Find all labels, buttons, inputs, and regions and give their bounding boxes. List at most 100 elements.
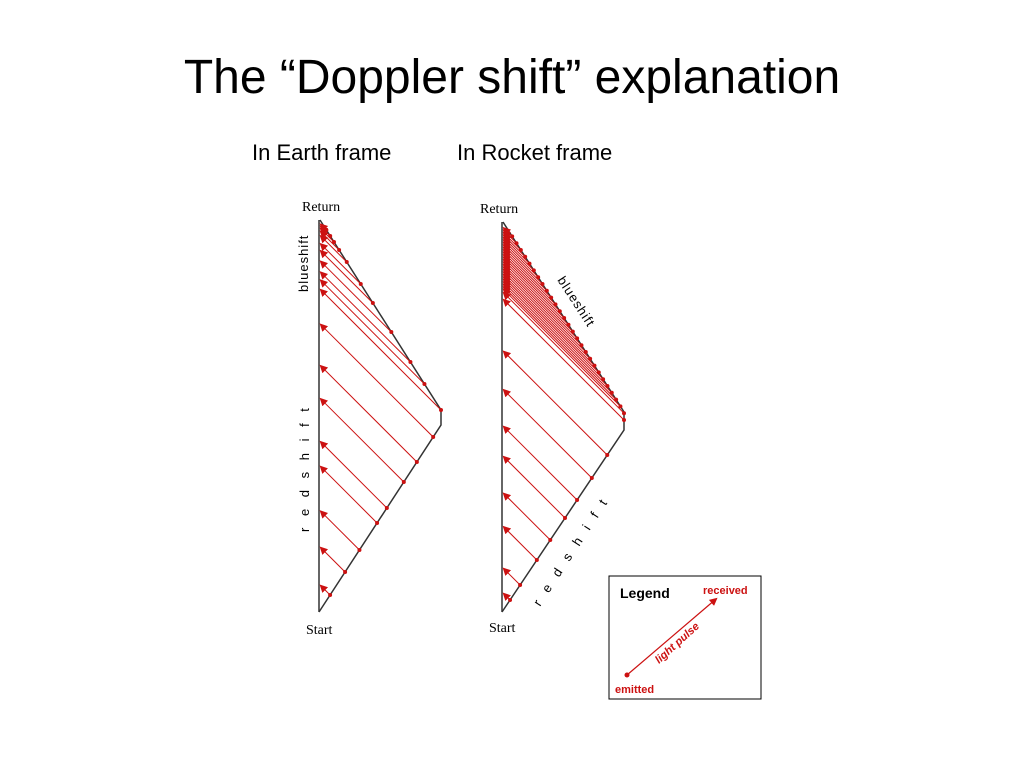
earth-pulse-in-2-emit-dot <box>389 330 394 334</box>
rocket-pulse-out-2-emit-dot <box>534 558 539 562</box>
rocket-diagram: Return Start blueshift r e d s h i f t <box>480 202 626 636</box>
earth-pulse-in-5 <box>319 234 348 263</box>
rocket-pulse-in-6 <box>502 278 604 380</box>
earth-pulse-in-8-emit-dot <box>328 234 333 238</box>
earth-pulse-out-4-emit-dot <box>384 506 389 510</box>
rocket-pulse-out-6 <box>502 388 593 479</box>
earth-pulse-out-1-emit-dot <box>343 570 348 574</box>
earth-pulse-in-7-emit-dot <box>332 240 337 244</box>
earth-light-pulses <box>319 223 443 597</box>
earth-pulse-out-7-emit-dot <box>431 435 436 439</box>
rocket-pulse-out-4 <box>502 455 566 519</box>
rocket-pulse-out-7-emit-dot <box>605 453 610 457</box>
earth-diagram: Return Start blueshift r e d s h i f t <box>296 200 443 638</box>
rocket-pulse-in-19 <box>502 246 548 292</box>
rocket-pulse-out-3-emit-dot <box>548 538 553 542</box>
rocket-pulse-out-5-emit-dot <box>575 498 580 502</box>
rocket-pulse-in-0-emit-dot <box>622 418 626 422</box>
rocket-pulse-out-5 <box>502 425 578 501</box>
rocket-light-pulses <box>502 226 626 602</box>
earth-pulse-in-0-emit-dot <box>422 382 427 386</box>
rocket-pulse-out-0-emit-dot <box>508 598 513 602</box>
earth-pulse-out-0-emit-dot <box>328 593 333 597</box>
earth-pulse-in-9-emit-dot <box>324 228 329 232</box>
earth-return-label: Return <box>302 200 340 215</box>
rocket-pulse-in-15-emit-dot <box>562 316 567 320</box>
rocket-pulse-in-11 <box>502 266 582 346</box>
earth-pulse-in-1-emit-dot <box>408 360 413 364</box>
earth-frame-label: In Earth frame <box>252 140 392 165</box>
rocket-pulse-in-21-emit-dot <box>536 275 541 280</box>
earth-pulse-in-1 <box>319 271 411 363</box>
earth-pulse-out-5-emit-dot <box>401 480 406 484</box>
rocket-pulse-in-3 <box>502 286 617 400</box>
earth-pulse-turn-emit-dot <box>439 408 443 412</box>
rocket-pulse-in-14 <box>502 258 569 326</box>
earth-pulse-in-4 <box>319 242 362 285</box>
rocket-pulse-in-16-emit-dot <box>557 309 562 314</box>
rocket-pulse-in-26-emit-dot <box>514 241 519 246</box>
rocket-pulse-in-7 <box>502 276 600 373</box>
rocket-start-label: Start <box>489 621 516 636</box>
slide-title: The “Doppler shift” explanation <box>183 51 841 104</box>
rocket-pulse-in-10-emit-dot <box>583 350 588 354</box>
rocket-pulse-out-6-emit-dot <box>589 476 594 480</box>
rocket-pulse-in-20 <box>502 244 543 285</box>
earth-pulse-out-3 <box>319 465 378 524</box>
rocket-pulse-in-18 <box>502 249 552 298</box>
rocket-pulse-out-3 <box>502 492 551 541</box>
rocket-pulse-out-1 <box>502 567 521 586</box>
rocket-pulse-in-13-emit-dot <box>570 329 575 334</box>
legend-box: Legend received light pulse emitted <box>608 575 762 700</box>
earth-pulse-in-4-emit-dot <box>358 282 363 286</box>
rocket-pulse-out-2 <box>502 525 538 561</box>
earth-pulse-out-6-emit-dot <box>414 460 419 464</box>
rocket-pulse-in-13 <box>502 261 574 332</box>
legend-border <box>608 575 762 700</box>
rocket-pulse-in-9 <box>502 271 591 360</box>
earth-pulse-in-3-emit-dot <box>370 301 375 305</box>
earth-pulse-out-2-emit-dot <box>357 548 362 552</box>
rocket-pulse-in-7-emit-dot <box>596 370 601 375</box>
rocket-pulse-out-4-emit-dot <box>563 516 568 520</box>
rocket-pulse-in-27-emit-dot <box>510 234 515 239</box>
rocket-pulse-in-8-emit-dot <box>592 363 597 368</box>
rocket-pulse-in-5 <box>502 281 608 387</box>
rocket-pulse-out-7 <box>502 350 608 456</box>
earth-pulse-out-4 <box>319 440 388 509</box>
rocket-pulse-in-19-emit-dot <box>544 288 549 293</box>
rocket-pulse-in-10 <box>502 268 587 353</box>
rocket-pulse-in-2 <box>502 288 621 407</box>
earth-pulse-out-0 <box>319 584 331 596</box>
rocket-pulse-in-20-emit-dot <box>540 282 545 286</box>
earth-pulse-out-7 <box>319 323 434 438</box>
rocket-pulse-in-0 <box>502 298 625 421</box>
rocket-pulse-in-1-emit-dot <box>622 411 626 416</box>
rocket-pulse-in-6-emit-dot <box>601 377 606 382</box>
rocket-return-label: Return <box>480 202 518 217</box>
legend-pulse-line <box>626 597 718 676</box>
rocket-pulse-in-15 <box>502 256 565 319</box>
earth-redshift-label: r e d s h i f t <box>297 404 312 532</box>
rocket-pulse-in-9-emit-dot <box>588 356 593 361</box>
earth-pulse-turn <box>319 288 442 411</box>
earth-pulse-in-5-emit-dot <box>344 260 349 264</box>
legend-emitted-label: emitted <box>615 684 654 696</box>
rocket-pulse-in-4 <box>502 283 613 394</box>
earth-pulse-in-3 <box>319 249 374 304</box>
legend-emit-dot <box>624 672 630 678</box>
earth-blueshift-label: blueshift <box>296 235 311 292</box>
rocket-pulse-in-12-emit-dot <box>575 336 580 341</box>
legend-title: Legend <box>620 585 670 601</box>
earth-pulse-in-6-emit-dot <box>337 248 342 252</box>
earth-pulse-in-0 <box>319 279 425 385</box>
earth-pulse-out-5 <box>319 397 405 483</box>
earth-rocket-worldline <box>318 219 442 613</box>
rocket-pulse-in-2-emit-dot <box>618 404 623 409</box>
rocket-pulse-in-5-emit-dot <box>605 384 610 388</box>
legend-received-label: received <box>703 585 748 597</box>
earth-pulse-in-2 <box>319 260 392 333</box>
rocket-pulse-in-12 <box>502 263 578 339</box>
rocket-pulse-in-3-emit-dot <box>614 397 619 402</box>
